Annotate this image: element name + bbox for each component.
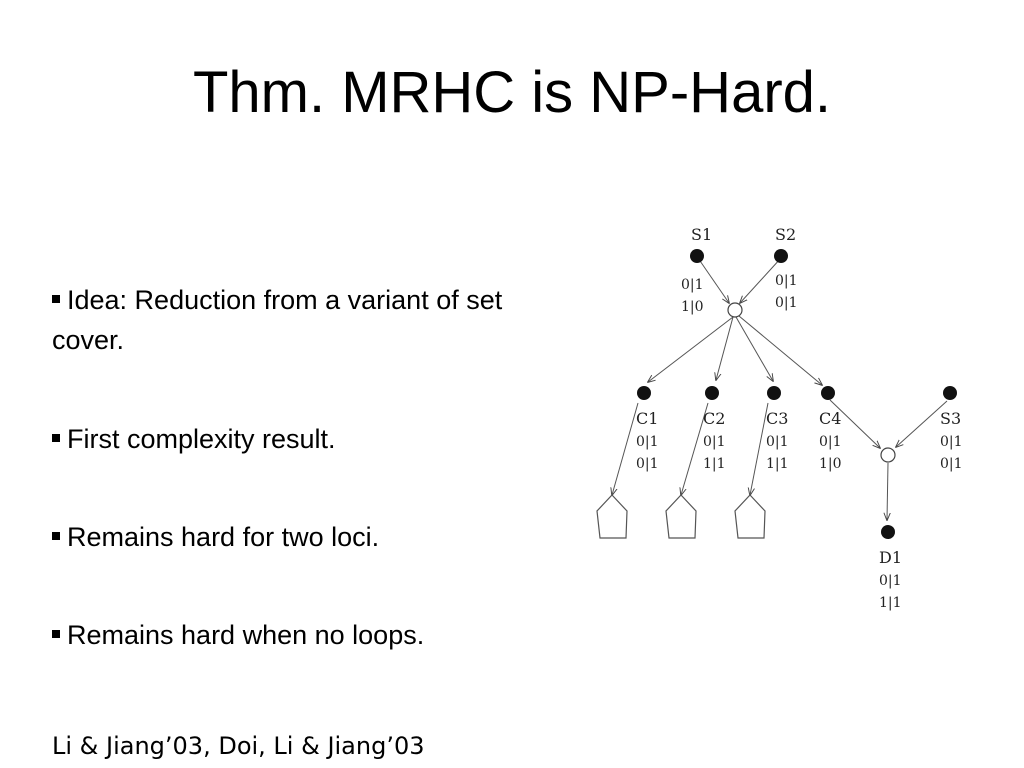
- subgraph-shapes: [596, 494, 766, 539]
- node-c2: [705, 386, 719, 400]
- genotype-value: 0|1: [775, 295, 798, 311]
- node-label: S1: [691, 225, 712, 244]
- genotype-value: 0|1: [681, 277, 704, 293]
- bullet-item: Remains hard when no loops.: [52, 615, 532, 655]
- bullet-text: Remains hard for two loci.: [67, 522, 380, 552]
- node-s2: [774, 249, 788, 263]
- edge-mating-c1: [648, 316, 734, 382]
- genotype-value: 0|1: [879, 573, 902, 589]
- node-label: C4: [819, 409, 841, 428]
- genotype-value: 0|1: [819, 434, 842, 450]
- node-s1: [690, 249, 704, 263]
- mating-node: [880, 447, 896, 463]
- node-label: D1: [879, 548, 902, 567]
- node-s3: [943, 386, 957, 400]
- square-bullet-icon: [52, 433, 60, 442]
- genotype-value: 0|1: [703, 434, 726, 450]
- edge-mating2-d1: [887, 462, 888, 520]
- bullet-item: First complexity result.: [52, 419, 532, 459]
- edge-mating-c3: [735, 316, 773, 381]
- edge-mating-c2: [716, 316, 734, 380]
- genotype-value: 0|1: [940, 456, 963, 472]
- node-label: C1: [636, 409, 658, 428]
- node-label: S3: [940, 409, 961, 428]
- bullet-item: Remains hard for two loci.: [52, 517, 532, 557]
- edge-c2-subgraph: [681, 402, 709, 495]
- edge-c4-mating2: [829, 399, 880, 448]
- edge-c3-subgraph: [750, 402, 769, 495]
- pedigree-diagram: S1 0|1 1|0 S2 0|1 0|1 C1 0|1 0|1 C2 0|1 …: [596, 225, 963, 611]
- individual-nodes: [637, 249, 957, 539]
- node-c1: [637, 386, 651, 400]
- edge-s2-mating: [740, 257, 782, 303]
- pentagon-shape: [734, 494, 766, 539]
- citation: Li & Jiang’03, Doi, Li & Jiang’03: [52, 732, 425, 760]
- genotype-value: 1|0: [681, 299, 704, 315]
- pentagon-shape: [596, 494, 628, 539]
- mating-node: [727, 302, 743, 318]
- bullet-text: Idea: Reduction from a variant of set co…: [52, 285, 503, 355]
- square-bullet-icon: [52, 294, 60, 303]
- diagram-edges: [612, 257, 948, 520]
- node-label: C2: [703, 409, 725, 428]
- pentagon-shape: [665, 494, 697, 539]
- genotype-value: 0|1: [636, 434, 659, 450]
- node-label: S2: [775, 225, 796, 244]
- edge-s1-mating: [697, 257, 729, 303]
- edge-mating-c4: [738, 315, 822, 385]
- genotype-value: 1|0: [819, 456, 842, 472]
- square-bullet-icon: [52, 629, 60, 638]
- genotype-value: 1|1: [703, 456, 726, 472]
- node-c3: [767, 386, 781, 400]
- genotype-value: 1|1: [766, 456, 789, 472]
- square-bullet-icon: [52, 531, 60, 540]
- edge-c1-subgraph: [612, 402, 639, 495]
- node-c4: [821, 386, 835, 400]
- bullet-text: First complexity result.: [67, 424, 336, 454]
- genotype-value: 0|1: [766, 434, 789, 450]
- slide-title: Thm. MRHC is NP-Hard.: [192, 60, 832, 125]
- bullet-item: Idea: Reduction from a variant of set co…: [52, 280, 532, 360]
- genotype-value: 1|1: [879, 595, 902, 611]
- edge-s3-mating2: [896, 400, 948, 447]
- genotype-value: 0|1: [636, 456, 659, 472]
- bullet-text: Remains hard when no loops.: [67, 620, 425, 650]
- genotype-value: 0|1: [775, 273, 798, 289]
- node-d1: [881, 525, 895, 539]
- node-label: C3: [766, 409, 788, 428]
- genotype-value: 0|1: [940, 434, 963, 450]
